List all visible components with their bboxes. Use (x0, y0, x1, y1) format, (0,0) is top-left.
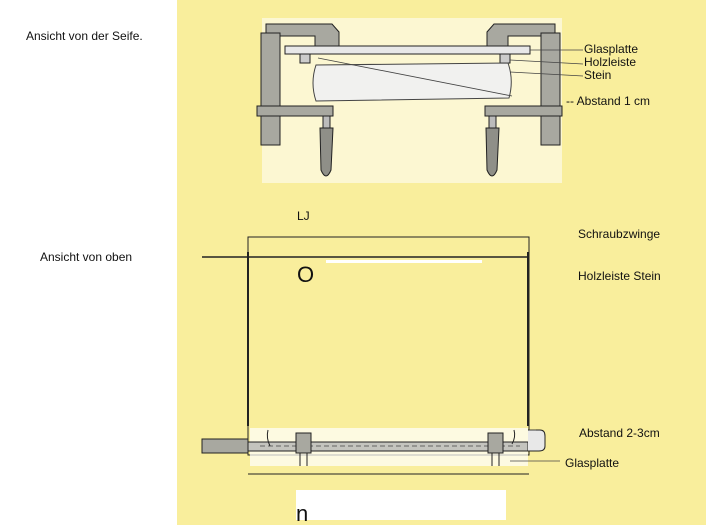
top-view-caption: Ansicht von oben (40, 250, 133, 264)
label-abstand-top: Abstand 2-3cm (579, 426, 660, 440)
label-holzleiste-side: Holzleiste (584, 55, 637, 69)
mark-lj: LJ (297, 209, 310, 223)
bottom-glyph: n (296, 501, 309, 526)
label-abstand-side: -- Abstand 1 cm (566, 94, 651, 108)
circle-glyph: O (297, 262, 315, 287)
label-stein-side: Stein (584, 68, 612, 82)
label-holzleiste-stein: Holzleiste Stein (578, 269, 661, 283)
side-view-caption: Ansicht von der Seife. (26, 29, 143, 43)
top-view-illustration (201, 236, 560, 520)
label-glasplatte-top: Glasplatte (565, 456, 620, 470)
right-clamp (484, 23, 563, 177)
left-clamp (256, 23, 340, 177)
stone-side (312, 62, 512, 102)
glass-plate-side (284, 45, 531, 55)
label-schraubzwinge: Schraubzwinge (578, 227, 661, 241)
label-glasplatte-side: Glasplatte (584, 42, 639, 56)
side-view-illustration (256, 18, 584, 183)
